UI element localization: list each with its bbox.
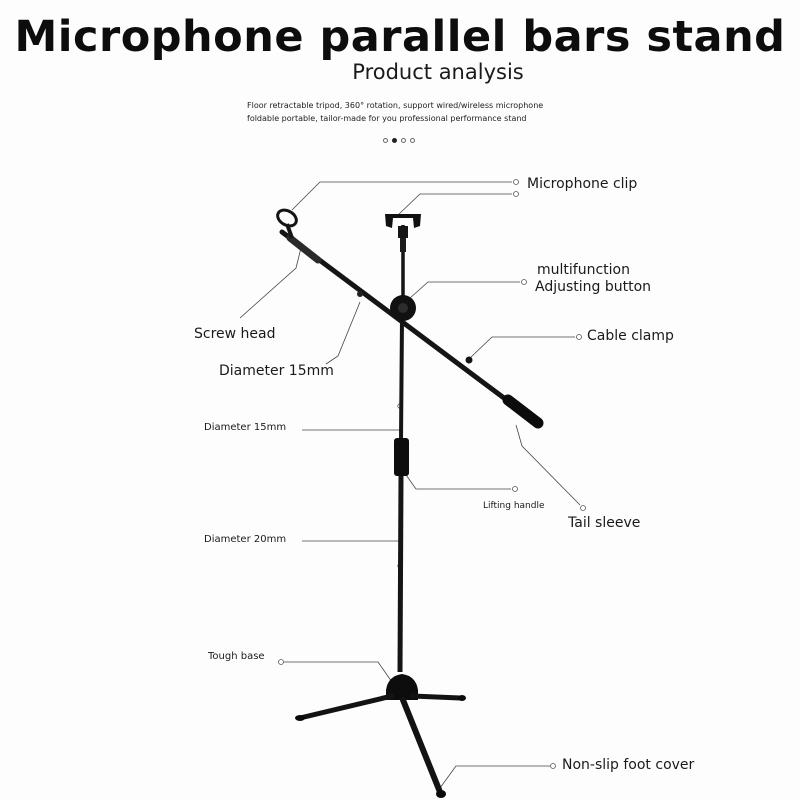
leader-lifting-handle — [403, 471, 511, 490]
label-lifting-handle: Lifting handle — [483, 501, 545, 511]
carousel-dot-3[interactable] — [401, 138, 406, 143]
page-subtitle: Product analysis — [352, 60, 524, 84]
carousel-dot-4[interactable] — [410, 138, 415, 143]
carousel-dot-2[interactable] — [392, 138, 397, 143]
leader-screw-head — [239, 243, 303, 319]
label-diameter-boom: Diameter 15mm — [219, 363, 334, 379]
main-column — [385, 214, 421, 673]
lifting-handle-shape — [394, 438, 409, 476]
carousel-dots — [383, 138, 417, 143]
label-diameter-lower: Diameter 20mm — [204, 534, 287, 545]
label-non-slip-foot-cover: Non-slip foot cover — [562, 757, 695, 773]
description-line-1: Floor retractable tripod, 360° rotation,… — [247, 101, 544, 110]
cable-clamp-shape — [465, 356, 473, 364]
label-screw-head: Screw head — [194, 326, 276, 342]
leader-foot-cover — [439, 765, 550, 789]
carousel-dot-1[interactable] — [383, 138, 388, 143]
tough-base-shape — [386, 674, 418, 700]
label-tail-sleeve: Tail sleeve — [568, 515, 641, 531]
mic-clip-shape — [385, 214, 421, 228]
label-adjusting-button: Adjusting button — [535, 279, 652, 295]
page-title: Microphone parallel bars stand — [14, 12, 786, 62]
label-multifunction: multifunction — [537, 262, 630, 278]
foot-cover-shape — [436, 790, 446, 798]
description-line-2: foldable portable, tailor-made for you p… — [247, 114, 527, 123]
leader-microphone-clip-left — [291, 181, 512, 211]
label-tough-base: Tough base — [208, 651, 265, 662]
leader-cable-clamp — [469, 336, 575, 359]
boom-arm — [276, 208, 544, 429]
leader-tough-base — [284, 661, 393, 683]
tail-sleeve-shape — [502, 394, 544, 429]
clip-ring-shape — [276, 208, 298, 228]
label-microphone-clip: Microphone clip — [527, 176, 638, 192]
label-diameter-upper: Diameter 15mm — [204, 422, 287, 433]
leader-microphone-clip-right — [397, 193, 512, 216]
leader-diameter-boom — [325, 301, 361, 365]
leader-lines — [239, 181, 581, 789]
leader-adjusting-button — [409, 281, 520, 299]
tripod-base — [295, 674, 466, 798]
label-cable-clamp: Cable clamp — [587, 328, 674, 344]
leader-tail-sleeve — [515, 424, 581, 506]
